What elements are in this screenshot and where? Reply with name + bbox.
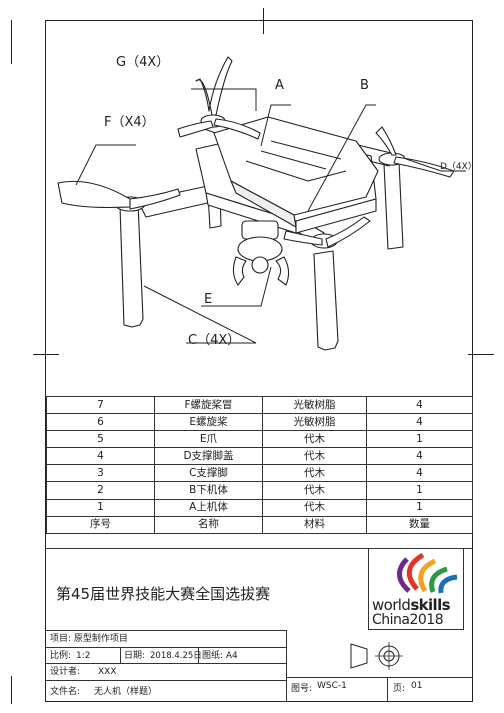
scale-row: 比例: 1:2 日期: 2018.4.25日 图纸: A4 [46, 646, 286, 664]
scale-label: 比例: [50, 650, 72, 661]
info-block: 项目: 原型制作项目 比例: 1:2 日期: 2018.4.25日 图纸: A4… [46, 630, 473, 702]
bom-cell-no: 4 [46, 447, 155, 466]
date-label: 日期: [124, 650, 146, 661]
bom-header-row: 序号 名称 材料 数量 [46, 515, 473, 534]
drawing-no-value: WSC-1 [317, 681, 347, 691]
bom-cell-no: 7 [46, 395, 155, 415]
bom-cell-name: D支撑脚盖 [154, 447, 263, 466]
leg-front-left [119, 202, 144, 328]
claw [232, 256, 247, 286]
bom-cell-qty: 4 [366, 464, 473, 483]
callout-g: G（4X） [116, 55, 169, 70]
bom-cell-material: 代木 [262, 498, 367, 517]
paper-size: 图纸: A4 [202, 650, 238, 661]
bom-header-no: 序号 [46, 515, 155, 534]
bom-cell-material: 光敏树脂 [262, 413, 367, 432]
center-mark-top [263, 8, 264, 34]
propeller-rear-left [195, 56, 233, 116]
callout-f: F（X4） [104, 115, 155, 130]
bom-header-name: 名称 [154, 515, 263, 534]
bom-cell-material: 光敏树脂 [262, 395, 367, 415]
bom-header-material: 材料 [262, 515, 367, 534]
bom-cell-qty: 4 [366, 413, 473, 432]
designer-value: XXX [98, 667, 117, 677]
scale-value: 1:2 [76, 650, 91, 661]
bom-cell-no: 1 [46, 498, 155, 517]
page-label: 页: [393, 684, 406, 694]
bom-cell-no: 2 [46, 481, 155, 500]
drawing-number-row: 图号: WSC-1 页: 01 [287, 677, 473, 702]
drawing-no-label: 图号: [291, 684, 313, 694]
projection-box: 图号: WSC-1 页: 01 [286, 630, 473, 702]
callout-a: A [275, 78, 284, 93]
leg-front-right [313, 250, 339, 351]
bom-cell-material: 代木 [262, 430, 367, 449]
leg-rear-right [383, 161, 404, 250]
center-mark-left-bottom [11, 676, 12, 704]
bom-cell-qty: 1 [366, 430, 473, 449]
gimbal-mount [241, 220, 279, 240]
bom-cell-qty: 4 [366, 395, 473, 415]
bom-cell-no: 3 [46, 464, 155, 483]
bom-cell-material: 代木 [262, 464, 367, 483]
bom-header-qty: 数量 [366, 515, 473, 534]
propeller-rear-right [375, 126, 397, 156]
logo-worldskills-text: worldskills [372, 596, 451, 614]
bom-cell-name: B下机体 [154, 481, 263, 500]
bom-cell-material: 代木 [262, 447, 367, 466]
designer-label: 设计者: [50, 667, 81, 677]
bom-cell-name: F螺旋桨冒 [154, 395, 263, 415]
propeller-left [57, 180, 131, 209]
title-block: 第45届世界技能大赛全国选拔赛 worldskills China2018 [46, 548, 472, 631]
bom-cell-no: 6 [46, 413, 155, 432]
project-row: 项目: 原型制作项目 [46, 630, 286, 647]
project-label: 项目: 原型制作项目 [50, 634, 128, 644]
worldskills-swirl-icon [397, 552, 458, 594]
propeller-front-right [283, 230, 323, 246]
bom-cell-qty: 1 [366, 498, 473, 517]
callout-c: C（4X） [188, 333, 240, 348]
file-value: 无人机（样题） [94, 686, 158, 697]
logo-china-text: China2018 [372, 612, 444, 628]
bom-cell-qty: 4 [366, 447, 473, 466]
designer-row: 设计者: XXX [46, 663, 286, 680]
competition-title: 第45届世界技能大赛全国选拔赛 [56, 585, 271, 603]
callout-e: E [204, 292, 212, 307]
bom-cell-name: A上机体 [154, 498, 263, 517]
bom-cell-name: C支撑脚 [154, 464, 263, 483]
drone-drawing: G（4X） F（X4） A B D（4X） E C（4X） [57, 55, 472, 351]
file-label: 文件名: [50, 686, 81, 697]
center-mark-right [468, 354, 494, 355]
center-mark-left-short [11, 20, 12, 64]
callout-b: B [360, 78, 369, 93]
center-mark-left [33, 354, 59, 355]
bom-cell-material: 代木 [262, 481, 367, 500]
worldskills-logo: worldskills China2018 [368, 548, 464, 630]
bom-cell-no: 5 [46, 430, 155, 449]
date-value: 2018.4.25日 [150, 650, 202, 661]
bom-cell-qty: 1 [366, 481, 473, 500]
bom-cell-name: E爪 [154, 430, 263, 449]
page-value: 01 [411, 681, 423, 691]
file-row: 文件名: 无人机（样题） [46, 679, 286, 702]
bom-cell-name: E螺旋桨 [154, 413, 263, 432]
callout-d: D（4X） [440, 161, 472, 172]
drawing-frame [45, 20, 473, 702]
projection-symbol-icon [350, 642, 403, 670]
